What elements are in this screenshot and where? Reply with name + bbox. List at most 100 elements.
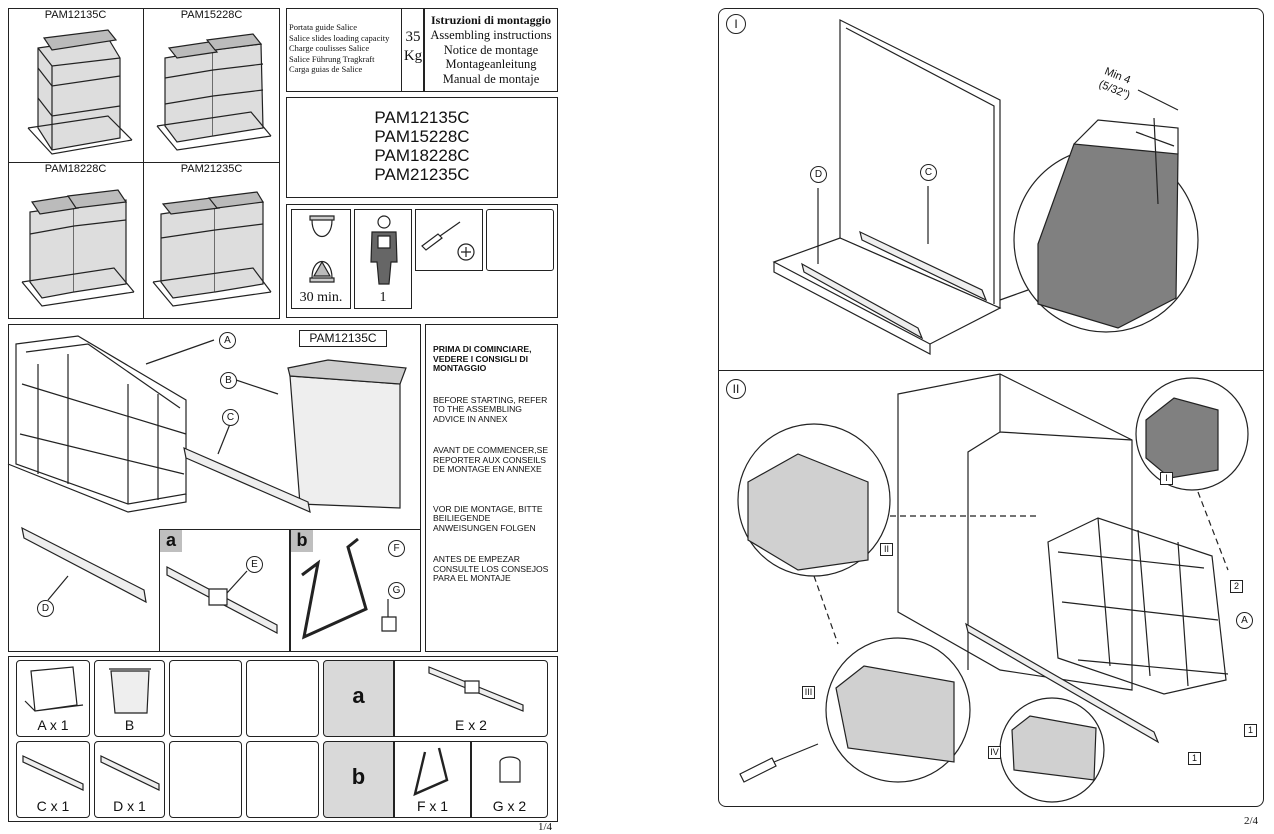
part-count: D x 1 bbox=[113, 798, 146, 814]
capacity-value: 35 bbox=[405, 29, 421, 45]
bin-icon bbox=[95, 661, 166, 721]
step-1-label-d: D bbox=[810, 166, 827, 183]
page-number-1: 1/4 bbox=[538, 821, 553, 833]
capacity-line: Salice Führung Tragkraft bbox=[289, 53, 375, 64]
detail-label-i: I bbox=[1160, 472, 1173, 485]
time-box: 30 min. bbox=[291, 209, 351, 309]
bin-double-illustration bbox=[143, 8, 280, 162]
slide-icon bbox=[17, 742, 91, 802]
part-cell-b: B bbox=[94, 660, 165, 737]
part-sub-tag: b bbox=[351, 764, 366, 789]
part-label-b: B bbox=[220, 372, 237, 389]
instructions-box: Istruzioni di montaggio Assembling instr… bbox=[424, 8, 558, 92]
step-1-label-c: C bbox=[920, 164, 937, 181]
bracket-e-illustration bbox=[159, 529, 290, 652]
product-code: PAM21235C bbox=[180, 163, 243, 175]
part-label-c: C bbox=[222, 409, 239, 426]
product-cell-2: PAM15228C bbox=[143, 8, 280, 162]
part-label-a: A bbox=[219, 332, 236, 349]
page-number-2: 2/4 bbox=[1244, 815, 1259, 827]
part-cell-a: A x 1 bbox=[16, 660, 90, 737]
sub-tag-a: a bbox=[160, 530, 182, 552]
detail-label-iii: III bbox=[802, 686, 815, 699]
capacity-line: Portata guide Salice bbox=[289, 22, 357, 32]
bin-double-illustration bbox=[143, 162, 280, 319]
product-grid-hline bbox=[8, 162, 280, 164]
part-count: C x 1 bbox=[36, 798, 70, 814]
part-cell-c: C x 1 bbox=[16, 741, 90, 818]
part-cell-e: E x 2 bbox=[394, 660, 548, 737]
product-code: PAM12135C bbox=[44, 9, 107, 21]
product-code: PAM15228C bbox=[180, 9, 243, 21]
note-fr: AVANT DE COMMENCER,SE REPORTER AUX CONSE… bbox=[433, 445, 549, 474]
part-sub-tag: a bbox=[352, 683, 365, 708]
step-1-number: I bbox=[726, 14, 746, 34]
worker-icon bbox=[355, 210, 413, 290]
part-cell-empty bbox=[169, 741, 242, 818]
instructions-line: Montageanleitung bbox=[445, 57, 537, 71]
part-label-f: F bbox=[388, 540, 405, 557]
instructions-line: Notice de montage bbox=[443, 42, 539, 57]
part-cell-d: D x 1 bbox=[94, 741, 165, 818]
part-cell-empty bbox=[246, 741, 319, 818]
step-2-label-a: A bbox=[1236, 612, 1253, 629]
screwdriver-icon bbox=[416, 210, 484, 272]
part-cell-empty bbox=[246, 660, 319, 737]
model-list-box: PAM12135C PAM15228C PAM18228C PAM21235C bbox=[286, 97, 558, 198]
part-count: B bbox=[124, 717, 135, 733]
hourglass-icon bbox=[292, 210, 352, 290]
part-label-g: G bbox=[388, 582, 405, 599]
instructions-line: Manual de montaje bbox=[442, 71, 540, 86]
model-code: PAM21235C bbox=[374, 165, 470, 184]
step-1-illustration bbox=[718, 8, 1264, 370]
product-cell-3: PAM18228C bbox=[8, 162, 143, 319]
arrow-label-2: 2 bbox=[1230, 580, 1243, 593]
bin-double-illustration bbox=[8, 162, 143, 319]
sub-tag-b: b bbox=[291, 530, 313, 552]
part-label-d: D bbox=[37, 600, 54, 617]
product-cell-4: PAM21235C bbox=[143, 162, 280, 319]
part-cell-f: F x 1 bbox=[394, 741, 471, 818]
step-2-number: II bbox=[726, 379, 746, 399]
basket-icon bbox=[17, 661, 91, 721]
exploded-view-illustration bbox=[8, 324, 421, 652]
time-label: 30 min. bbox=[299, 290, 343, 305]
product-cell-1: PAM12135C bbox=[8, 8, 143, 162]
capacity-line: Salice slides loading capacity bbox=[289, 32, 390, 43]
product-code: PAM18228C bbox=[44, 163, 107, 175]
arrow-label-1b: 1 bbox=[1188, 752, 1201, 765]
part-count: A x 1 bbox=[37, 717, 69, 733]
note-de: VOR DIE MONTAGE, BITTE BEILIEGENDE ANWEI… bbox=[433, 503, 543, 533]
instructions-title: Istruzioni di montaggio bbox=[430, 13, 551, 27]
clip-icon bbox=[472, 742, 549, 802]
tool-box bbox=[415, 209, 483, 271]
capacity-box: Portata guide Salice Salice slides loadi… bbox=[286, 8, 424, 92]
capacity-divider bbox=[401, 9, 402, 91]
model-code: PAM15228C bbox=[374, 127, 470, 146]
exploded-model-label: PAM12135C bbox=[299, 330, 387, 347]
handle-f-illustration bbox=[290, 529, 421, 652]
bin-single-illustration bbox=[8, 8, 143, 162]
part-count: G x 2 bbox=[492, 798, 527, 814]
capacity-line: Charge coulisses Salice bbox=[289, 43, 370, 53]
part-count: F x 1 bbox=[416, 798, 449, 814]
part-cell-sub-b: b bbox=[323, 741, 394, 818]
empty-tool-box bbox=[486, 209, 554, 271]
step-2-illustration bbox=[718, 370, 1264, 804]
handle-icon bbox=[395, 742, 472, 802]
bracket-icon bbox=[395, 661, 549, 721]
model-code: PAM18228C bbox=[374, 146, 470, 165]
detail-label-iv: IV bbox=[988, 746, 1001, 759]
detail-label-ii: II bbox=[880, 543, 893, 556]
note-it: PRIMA DI COMINCIARE, VEDERE I CONSIGLI D… bbox=[433, 344, 532, 373]
capacity-unit: Kg bbox=[403, 48, 423, 64]
note-es: ANTES DE EMPEZAR CONSULTE LOS CONSEJOS P… bbox=[433, 554, 549, 583]
note-en: BEFORE STARTING, REFER TO THE ASSEMBLING… bbox=[433, 394, 548, 424]
part-count: E x 2 bbox=[455, 717, 487, 733]
arrow-label-1: 1 bbox=[1244, 724, 1257, 737]
product-grid-vline bbox=[143, 8, 145, 319]
part-cell-sub-a: a bbox=[323, 660, 394, 737]
page2-divider bbox=[718, 370, 1264, 372]
slide-icon bbox=[95, 742, 166, 802]
persons-box: 1 bbox=[354, 209, 412, 309]
